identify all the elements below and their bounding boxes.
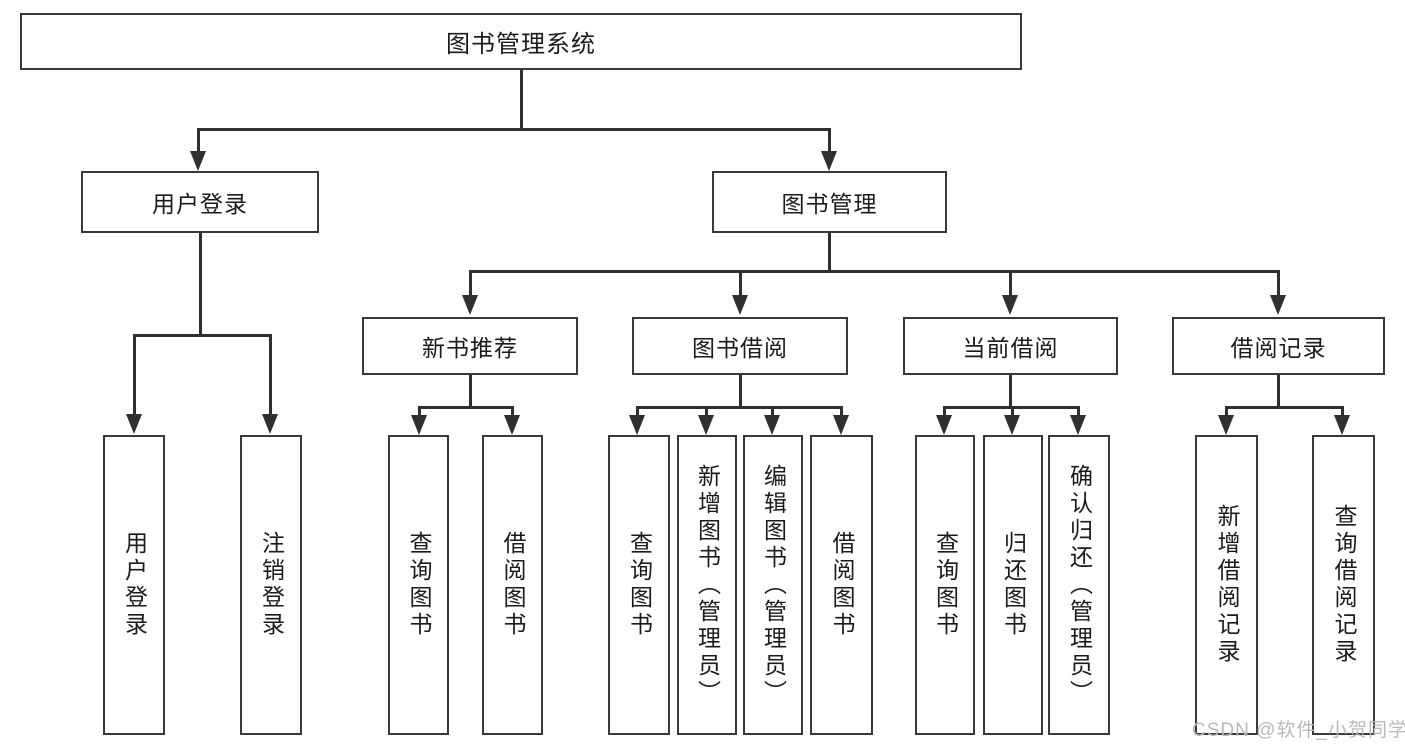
node-leaf-query-book-3[interactable]: 查询图书 <box>915 435 975 735</box>
node-user-login[interactable]: 用户登录 <box>81 171 319 233</box>
arrow-to-leaf-borrow-book-1 <box>504 415 520 435</box>
connector-root-bar <box>197 128 830 131</box>
node-leaf-query-book-1[interactable]: 查询图书 <box>388 435 449 735</box>
connector-borrowrecord-stem <box>1277 375 1280 408</box>
node-root[interactable]: 图书管理系统 <box>20 13 1022 70</box>
arrow-to-leaf-user-logout <box>262 414 278 434</box>
connector-bookmanage-drop-4 <box>1277 270 1280 297</box>
arrow-to-leaf-edit-book <box>764 415 780 435</box>
arrow-to-leaf-confirm-return <box>1070 415 1086 435</box>
node-leaf-query-record[interactable]: 查询借阅记录 <box>1312 435 1375 735</box>
node-leaf-borrow-book-2[interactable]: 借阅图书 <box>810 435 873 735</box>
connector-root-stem <box>520 70 523 130</box>
connector-bookborrow-stem <box>739 375 742 408</box>
arrow-to-leaf-query-record <box>1334 415 1350 435</box>
connector-currentborrow-drop-3 <box>1077 406 1080 418</box>
connector-userlogin-drop-2 <box>269 334 272 416</box>
node-leaf-confirm-return[interactable]: 确认归还（管理员） <box>1048 435 1110 735</box>
node-leaf-add-book[interactable]: 新增图书（管理员） <box>677 435 737 735</box>
connector-currentborrow-drop-1 <box>943 406 946 418</box>
connector-currentborrow-drop-2 <box>1011 406 1014 418</box>
arrow-to-leaf-query-book-2 <box>629 415 645 435</box>
connector-newbook-drop-2 <box>511 406 514 418</box>
node-borrow-record[interactable]: 借阅记录 <box>1172 317 1385 375</box>
connector-borrowrecord-drop-1 <box>1225 406 1228 418</box>
connector-bookborrow-drop-2 <box>705 406 708 418</box>
watermark: CSDN @软件_小贺同学 <box>1192 720 1405 741</box>
connector-userlogin-drop-1 <box>133 334 136 416</box>
arrow-to-borrow-record <box>1270 295 1286 315</box>
arrow-to-leaf-add-book <box>698 415 714 435</box>
connector-bookmanage-stem <box>828 233 831 272</box>
node-leaf-edit-book[interactable]: 编辑图书（管理员） <box>743 435 803 735</box>
arrow-to-current-borrow <box>1002 295 1018 315</box>
connector-bookmanage-drop-1 <box>469 270 472 297</box>
arrow-to-leaf-query-book-3 <box>936 415 952 435</box>
connector-bookmanage-drop-3 <box>1009 270 1012 297</box>
arrow-to-leaf-user-login <box>126 414 142 434</box>
arrow-to-leaf-add-record <box>1218 415 1234 435</box>
arrow-to-leaf-query-book-1 <box>411 415 427 435</box>
connector-root-drop-right <box>828 128 831 153</box>
node-leaf-borrow-book-1[interactable]: 借阅图书 <box>482 435 543 735</box>
connector-newbook-drop-1 <box>418 406 421 418</box>
node-leaf-add-record[interactable]: 新增借阅记录 <box>1195 435 1258 735</box>
arrow-to-user-login <box>190 151 206 171</box>
arrow-to-leaf-return-book <box>1004 415 1020 435</box>
connector-bookborrow-drop-4 <box>840 406 843 418</box>
node-book-manage[interactable]: 图书管理 <box>712 171 947 233</box>
node-leaf-user-login[interactable]: 用户登录 <box>103 435 165 735</box>
node-leaf-query-book-2[interactable]: 查询图书 <box>608 435 670 735</box>
arrow-to-leaf-borrow-book-2 <box>833 415 849 435</box>
connector-borrowrecord-bar <box>1225 406 1344 409</box>
connector-bookmanage-bar <box>469 270 1279 273</box>
connector-newbook-bar <box>418 406 514 409</box>
arrow-to-book-manage <box>821 151 837 171</box>
connector-currentborrow-stem <box>1009 375 1012 408</box>
connector-borrowrecord-drop-2 <box>1341 406 1344 418</box>
node-leaf-user-logout[interactable]: 注销登录 <box>240 435 302 735</box>
arrow-to-book-borrow <box>732 295 748 315</box>
node-new-book-rec[interactable]: 新书推荐 <box>362 317 578 375</box>
node-leaf-return-book[interactable]: 归还图书 <box>983 435 1043 735</box>
connector-bookborrow-drop-3 <box>771 406 774 418</box>
connector-newbook-stem <box>469 375 472 408</box>
connector-userlogin-stem <box>199 233 202 335</box>
connector-root-drop-left <box>197 128 200 153</box>
connector-bookmanage-drop-2 <box>739 270 742 297</box>
node-current-borrow[interactable]: 当前借阅 <box>903 317 1118 375</box>
connector-bookborrow-drop-1 <box>636 406 639 418</box>
connector-bookborrow-bar <box>636 406 843 409</box>
arrow-to-new-book-rec <box>462 295 478 315</box>
node-book-borrow[interactable]: 图书借阅 <box>632 317 848 375</box>
connector-userlogin-bar <box>133 334 272 337</box>
